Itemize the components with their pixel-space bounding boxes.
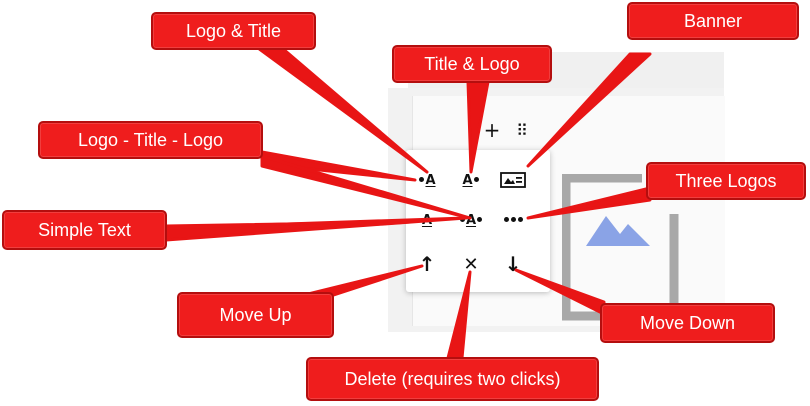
- leader-move-down: [514, 268, 606, 316]
- leader-title-logo: [466, 80, 490, 174]
- leader-banner: [526, 52, 652, 168]
- callout-three-logos: Three Logos: [646, 162, 806, 200]
- delete-icon: ✕: [463, 253, 479, 275]
- callout-logo-title: Logo & Title: [151, 12, 316, 50]
- callout-title-logo: Title & Logo: [392, 45, 552, 83]
- callout-delete: Delete (requires two clicks): [306, 357, 599, 401]
- add-button[interactable]: +: [480, 116, 504, 144]
- callout-banner: Banner: [627, 2, 799, 40]
- drag-handle-icon: ⠿: [516, 120, 528, 140]
- banner-icon: [500, 172, 526, 188]
- leader-delete: [446, 270, 472, 360]
- leader-simple-text-2: [164, 216, 468, 242]
- three-logos-button[interactable]: [496, 206, 530, 234]
- callout-move-up: Move Up: [177, 292, 334, 338]
- logo-title-logo-button[interactable]: A: [454, 206, 488, 234]
- callout-simple-text: Simple Text: [2, 210, 167, 250]
- banner-button[interactable]: [496, 166, 530, 194]
- three-logos-icon: [503, 211, 524, 229]
- callout-logo-title-logo: Logo - Title - Logo: [38, 121, 263, 159]
- title-logo-button[interactable]: A: [454, 166, 488, 194]
- title-logo-letter: A: [462, 173, 473, 188]
- delete-button[interactable]: ✕: [454, 250, 488, 278]
- move-up-button[interactable]: ↑: [410, 250, 444, 278]
- title-logo-icon: A: [462, 171, 479, 189]
- logo-title-logo-letter: A: [465, 213, 477, 228]
- logo-title-logo-icon: A: [459, 211, 483, 229]
- logo-title-icon: A: [418, 171, 436, 189]
- drag-handle[interactable]: ⠿: [510, 116, 534, 144]
- leader-three-logos: [526, 186, 652, 220]
- leader-logo-title-logo-2: [260, 154, 472, 220]
- add-icon: +: [483, 118, 501, 142]
- move-up-icon: ↑: [418, 252, 436, 276]
- logo-title-button[interactable]: A: [410, 166, 444, 194]
- callout-move-down: Move Down: [600, 303, 775, 343]
- logo-title-letter: A: [425, 173, 436, 188]
